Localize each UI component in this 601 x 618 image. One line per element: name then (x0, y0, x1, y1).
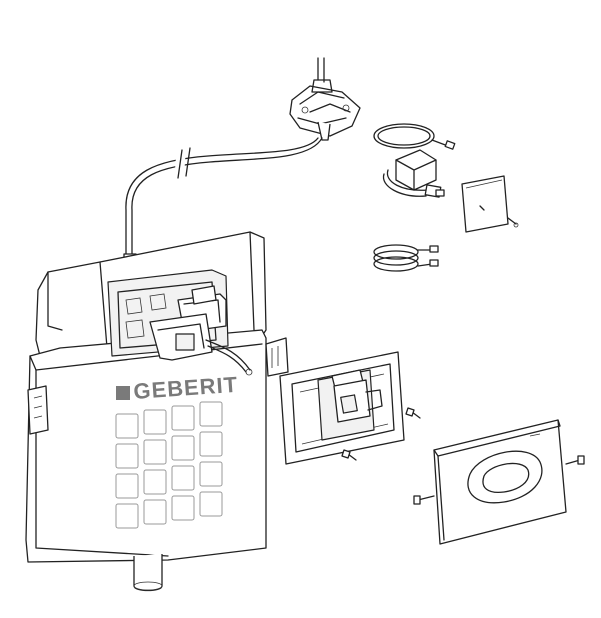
geberit-logo-mark (116, 386, 130, 400)
flush-button (467, 450, 543, 504)
sensor-module (382, 149, 445, 198)
flush-plate (433, 419, 567, 545)
actuator-module (149, 285, 253, 376)
cistern-panel-grid (115, 401, 223, 529)
sensor-cable-coil (373, 123, 456, 150)
extension-cable-coil (373, 244, 439, 272)
plate-screws (413, 455, 585, 505)
sensor-cover-plate (461, 175, 519, 233)
power-supply-unit (289, 57, 361, 141)
mounting-screws (341, 407, 421, 461)
mounting-frame (279, 351, 405, 465)
